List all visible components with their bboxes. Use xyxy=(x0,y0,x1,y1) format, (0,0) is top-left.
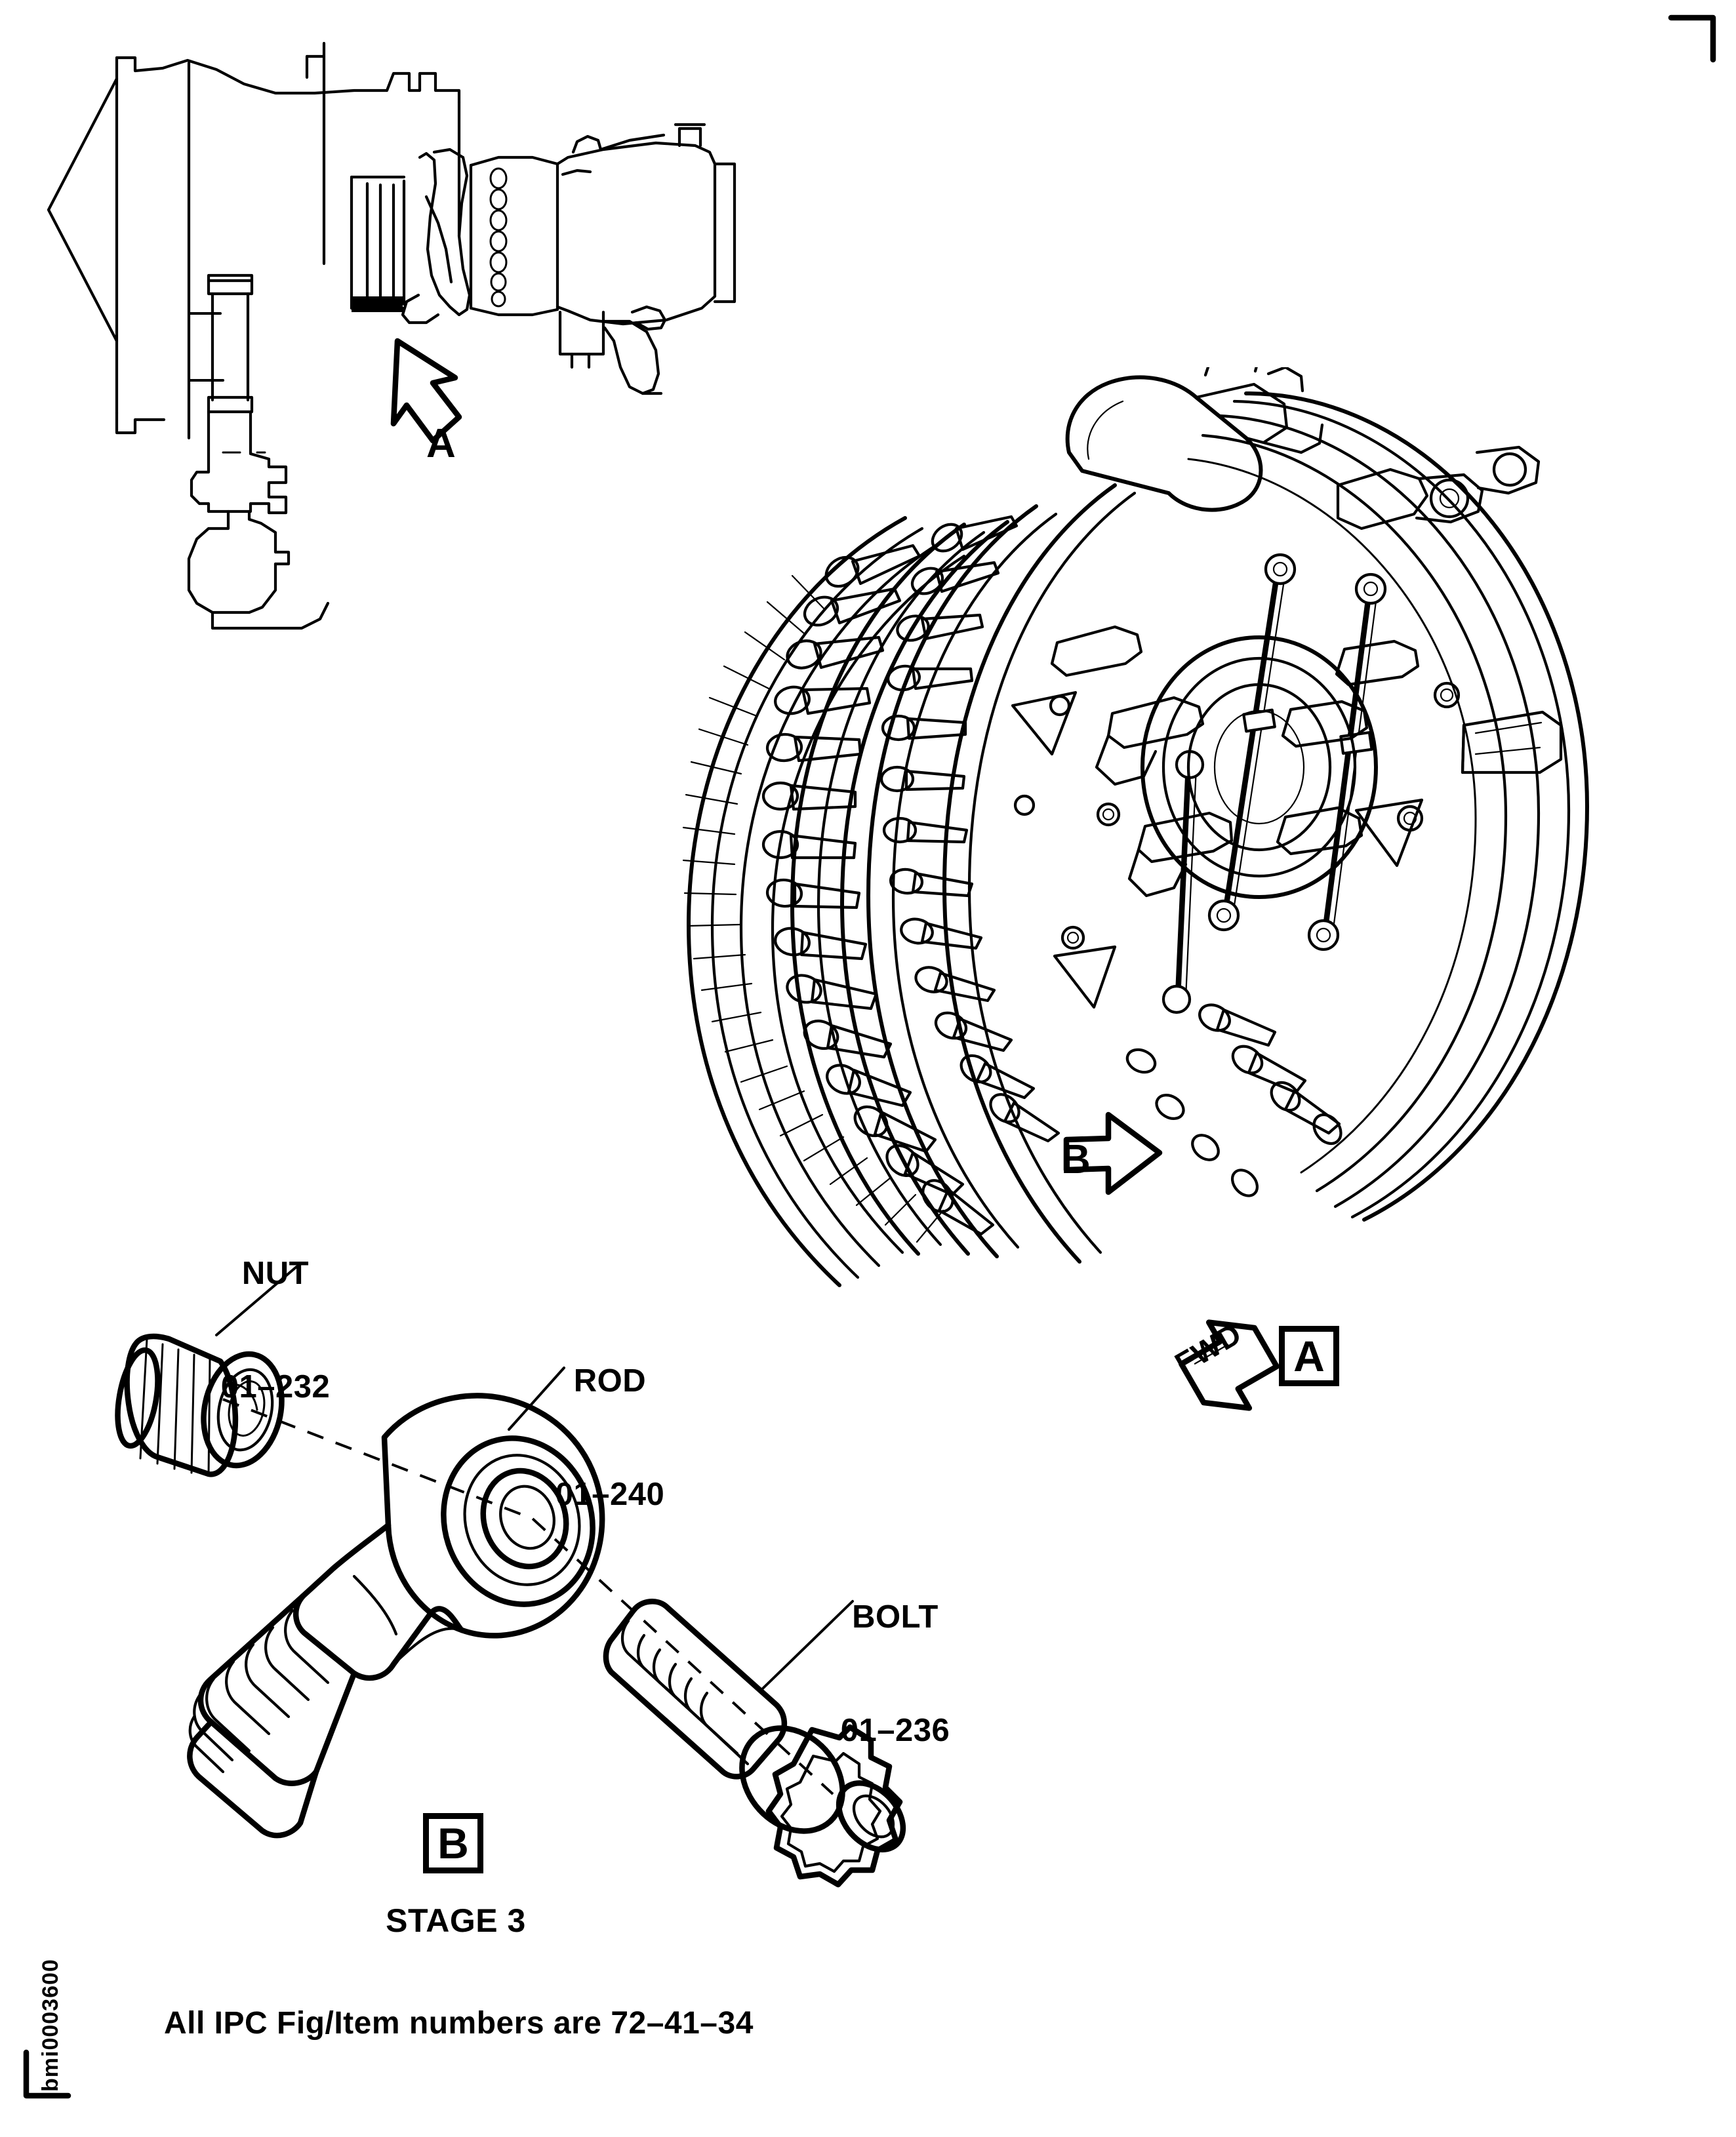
bolt-heads xyxy=(1013,681,1461,950)
part-label-nut: NUT 01–232 xyxy=(197,1179,354,1483)
stator-vane-row-2 xyxy=(879,515,1060,1143)
bellcrank-levers xyxy=(1050,625,1420,898)
fwd-arrow-label: FWD xyxy=(1169,1315,1247,1381)
bleed-ports xyxy=(489,167,508,308)
lower-flange-hardware xyxy=(1125,1003,1342,1197)
part-item-rod: 01–240 xyxy=(555,1477,665,1513)
part-name-bolt: BOLT xyxy=(852,1599,939,1635)
compressor-assembly-view xyxy=(682,367,1589,1287)
part-label-bolt: BOLT 01–236 xyxy=(813,1523,977,1826)
view-box-a: A xyxy=(1279,1326,1339,1386)
upper-linkage-detail xyxy=(1336,445,1541,530)
part-name-nut: NUT xyxy=(241,1255,310,1291)
part-name-rod: ROD xyxy=(573,1363,647,1399)
ipc-note: All IPC Fig/Item numbers are 72–41–34 xyxy=(164,2006,754,2041)
part-item-bolt: 01–236 xyxy=(840,1713,950,1749)
part-item-nut: 01–232 xyxy=(220,1369,331,1405)
forward-case-rings xyxy=(687,516,966,1287)
part-label-rod: ROD 01–240 xyxy=(531,1287,689,1590)
hub-rings xyxy=(1141,635,1378,899)
bolt-thread xyxy=(620,1619,750,1766)
view-arrow-b-label: B xyxy=(1061,1137,1091,1182)
gussets xyxy=(1011,690,1424,1009)
figure-id: bmi0003600 xyxy=(38,1959,63,2092)
view-arrow-a-label: A xyxy=(426,421,456,466)
stator-vane-row-1 xyxy=(761,544,995,1236)
stage-label: STAGE 3 xyxy=(386,1902,526,1939)
vsv-actuator xyxy=(1065,367,1324,512)
view-box-b: B xyxy=(423,1813,483,1873)
engine-bellows xyxy=(350,175,406,312)
rod-thread xyxy=(188,1593,357,1786)
engine-schematic-view xyxy=(47,41,737,630)
actuation-rods-installed xyxy=(1161,553,1387,1014)
vane-tip-hatching xyxy=(682,574,944,1243)
mount-lug xyxy=(1461,710,1563,774)
rear-flange-rings xyxy=(1187,391,1589,1222)
